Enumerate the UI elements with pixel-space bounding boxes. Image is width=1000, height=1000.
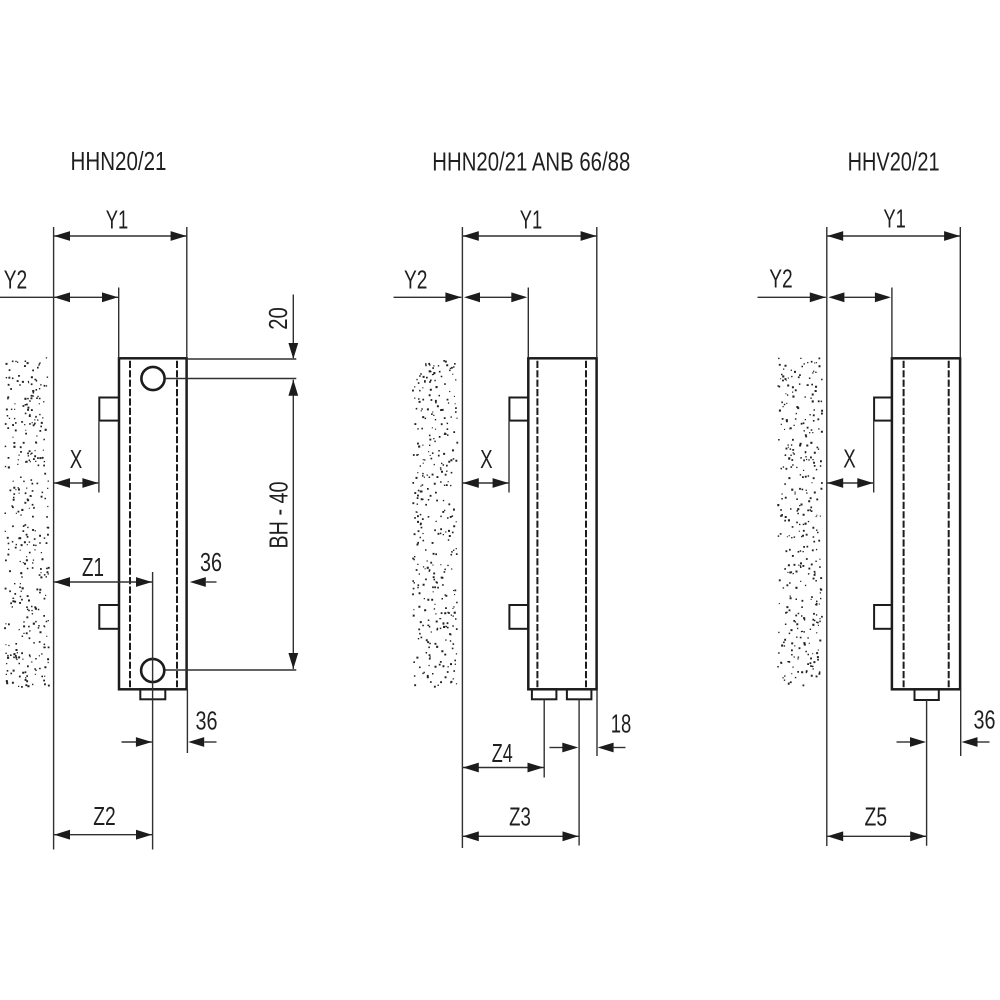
svg-text:18: 18 xyxy=(611,709,632,739)
svg-text:Y1: Y1 xyxy=(106,204,129,234)
svg-text:Y1: Y1 xyxy=(883,203,906,233)
svg-text:HHN20/21 ANB 66/88: HHN20/21 ANB 66/88 xyxy=(432,147,630,177)
svg-text:Y2: Y2 xyxy=(4,265,28,295)
svg-text:Z3: Z3 xyxy=(509,802,531,832)
svg-text:Z2: Z2 xyxy=(93,801,116,831)
svg-text:36: 36 xyxy=(974,705,996,735)
svg-text:Z1: Z1 xyxy=(82,552,104,582)
svg-text:20: 20 xyxy=(263,307,293,330)
svg-text:36: 36 xyxy=(200,547,222,577)
svg-text:X: X xyxy=(70,444,83,474)
svg-text:Y2: Y2 xyxy=(769,264,793,294)
svg-text:36: 36 xyxy=(196,706,218,736)
svg-text:X: X xyxy=(480,444,493,474)
svg-text:HHN20/21: HHN20/21 xyxy=(71,146,167,176)
svg-text:Y1: Y1 xyxy=(520,204,543,234)
svg-text:BH - 40: BH - 40 xyxy=(264,482,294,549)
svg-text:Z5: Z5 xyxy=(865,802,888,832)
svg-text:Z4: Z4 xyxy=(492,738,513,768)
svg-text:HHV20/21: HHV20/21 xyxy=(848,147,940,177)
svg-text:Y2: Y2 xyxy=(404,265,428,295)
svg-text:X: X xyxy=(843,444,856,474)
